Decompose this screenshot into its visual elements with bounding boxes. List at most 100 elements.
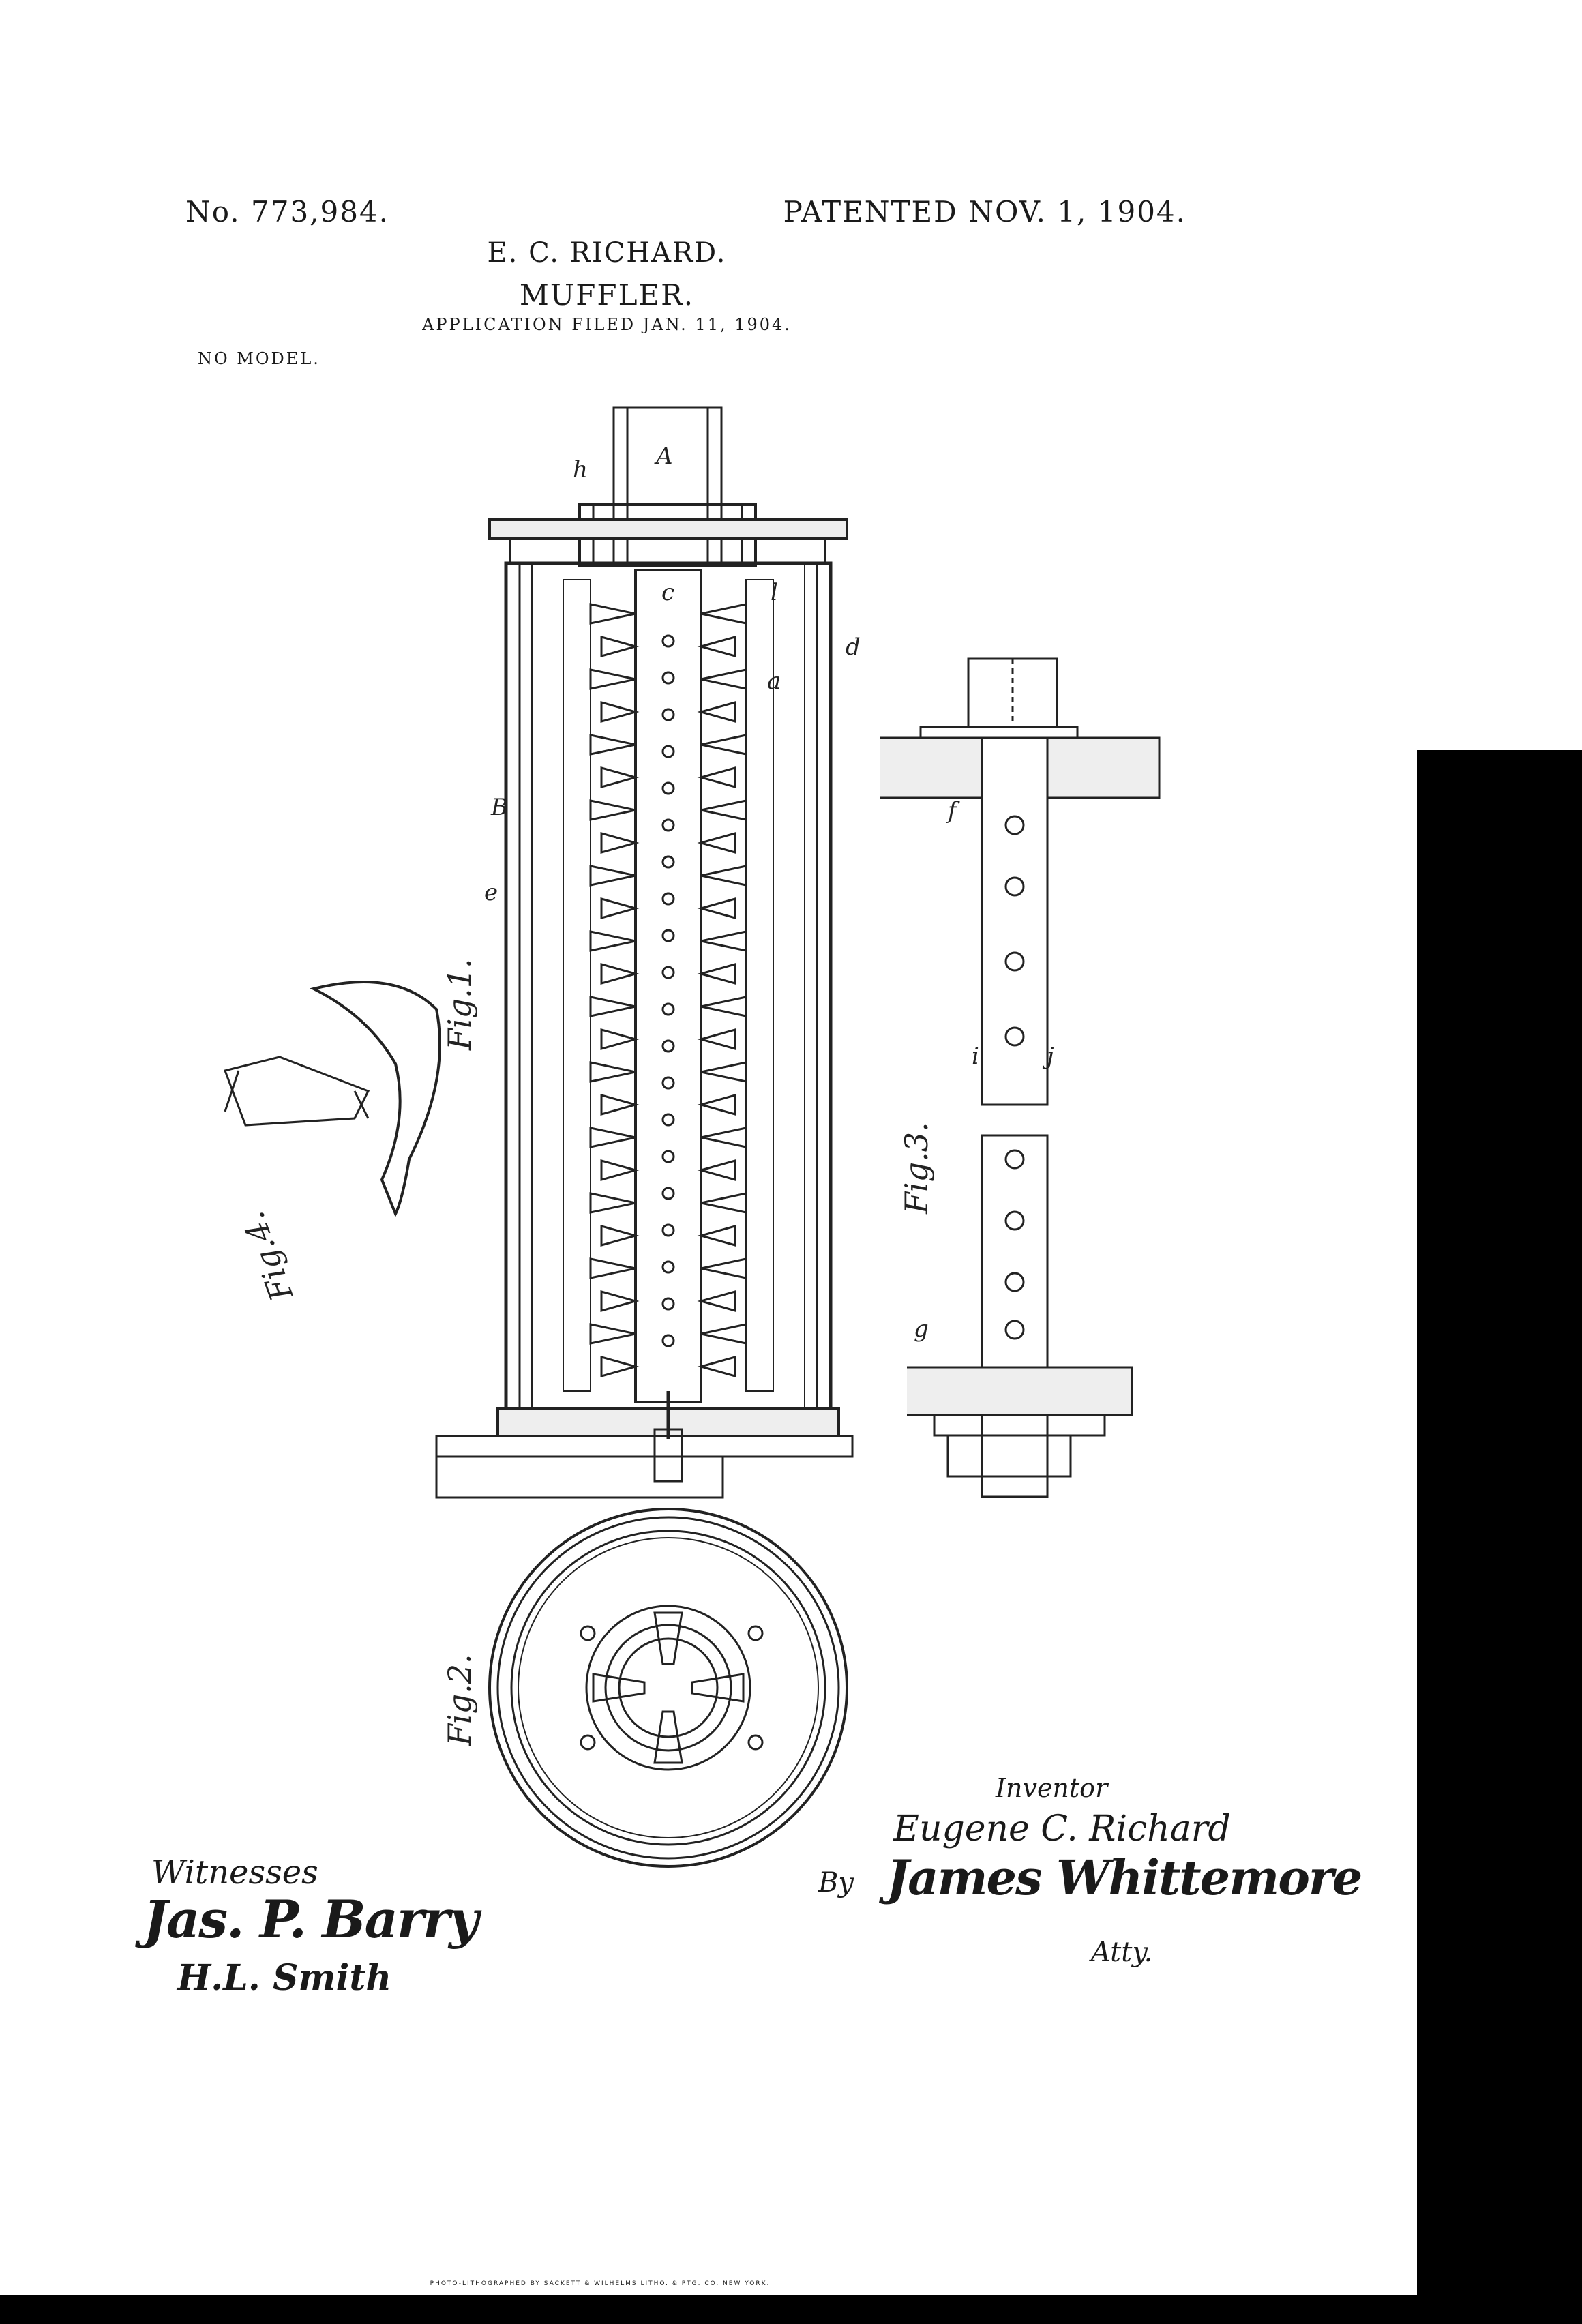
label-fig-2: Fig.2.: [441, 1654, 478, 1746]
perforation-hole: [1004, 951, 1025, 972]
baffle-fin: [697, 636, 736, 657]
baffle-fin: [600, 1225, 640, 1247]
inventor-label: Inventor: [996, 1773, 1108, 1803]
perforation-hole: [661, 855, 675, 869]
perforation-hole: [1004, 1320, 1025, 1340]
witness-signature-1: Jas. P. Barry: [143, 1889, 479, 1950]
baffle-fin: [700, 668, 747, 690]
ref-e: e: [484, 879, 498, 906]
inventor-signature: Eugene C. Richard: [893, 1808, 1231, 1849]
baffle-fin: [697, 1159, 736, 1181]
figure-1-perforations: [661, 634, 675, 1347]
baffle-fin: [700, 996, 747, 1017]
baffle-fin: [700, 1323, 747, 1345]
label-fig-3: Fig.3.: [898, 1122, 935, 1215]
perforation-hole: [661, 1260, 675, 1274]
ref-a: a: [767, 668, 781, 695]
baffle-fin: [600, 636, 640, 657]
attorney-label: Atty.: [1091, 1937, 1153, 1968]
baffle-fin: [697, 1225, 736, 1247]
perforation-hole: [1004, 1149, 1025, 1170]
baffle-fin: [600, 766, 640, 788]
baffle-fin: [697, 897, 736, 919]
attorney-signature: James Whittemore: [886, 1849, 1362, 1906]
ref-A: A: [654, 443, 673, 470]
perforation-hole: [661, 1334, 675, 1347]
witnesses-label: Witnesses: [151, 1853, 318, 1892]
baffle-fin: [589, 996, 636, 1017]
perforation-hole: [661, 1187, 675, 1200]
baffle-fin: [589, 1323, 636, 1345]
baffle-fin: [700, 603, 747, 625]
perforation-hole: [661, 966, 675, 979]
baffle-fin: [589, 1127, 636, 1148]
baffle-fin: [700, 1192, 747, 1214]
perforation-hole: [1004, 1210, 1025, 1231]
ref-d: d: [846, 634, 861, 661]
baffle-fin: [697, 963, 736, 985]
perforation-hole: [661, 1297, 675, 1311]
perforation-hole: [661, 634, 675, 648]
baffle-fin: [600, 1356, 640, 1377]
inventor-name-heading: E. C. RICHARD.: [487, 237, 727, 269]
baffle-fin: [700, 734, 747, 756]
baffle-fin: [589, 603, 636, 625]
baffle-fin: [697, 701, 736, 723]
baffle-fin: [589, 1061, 636, 1083]
perforation-hole: [1004, 876, 1025, 897]
figure-1-drawing: [435, 406, 854, 1499]
perforation-hole: [1004, 815, 1025, 835]
baffle-fin: [697, 1028, 736, 1050]
scan-border-bottom: [0, 2295, 1418, 2324]
patent-title: MUFFLER.: [519, 278, 695, 312]
baffle-fin: [589, 1257, 636, 1279]
baffle-fin: [589, 734, 636, 756]
ref-g: g: [914, 1315, 929, 1343]
label-fig-4: Fig.4.: [235, 1207, 301, 1307]
perforation-hole: [661, 892, 675, 906]
perforation-hole: [661, 745, 675, 758]
baffle-fin: [700, 1061, 747, 1083]
label-fig-1: Fig.1.: [441, 958, 478, 1051]
baffle-fin: [697, 1290, 736, 1312]
patent-date: PATENTED NOV. 1, 1904.: [783, 195, 1186, 228]
baffle-fin: [697, 766, 736, 788]
baffle-fin: [600, 832, 640, 854]
baffle-fin: [589, 1192, 636, 1214]
baffle-fin: [600, 701, 640, 723]
baffle-fin: [700, 930, 747, 952]
perforation-hole: [661, 1223, 675, 1237]
perforation-hole: [661, 708, 675, 721]
perforation-hole: [661, 929, 675, 942]
application-filed: APPLICATION FILED JAN. 11, 1904.: [422, 315, 792, 334]
perforation-hole: [661, 1039, 675, 1053]
perforation-hole: [661, 818, 675, 832]
baffle-fin: [600, 1290, 640, 1312]
figure-3-drawing: [880, 657, 1161, 1498]
baffle-fin: [697, 1356, 736, 1377]
ref-f: f: [946, 797, 960, 824]
patent-number: No. 773,984.: [185, 195, 390, 228]
ref-c: c: [661, 579, 674, 606]
figure-1-baffles: [589, 603, 747, 1377]
baffle-fin: [589, 865, 636, 887]
perforation-hole: [1004, 1272, 1025, 1292]
perforation-hole: [661, 1002, 675, 1016]
ref-B: B: [490, 794, 508, 821]
perforation-hole: [661, 1113, 675, 1127]
baffle-fin: [700, 1127, 747, 1148]
baffle-fin: [600, 1028, 640, 1050]
baffle-fin: [600, 1094, 640, 1116]
perforation-hole: [661, 781, 675, 795]
baffle-fin: [700, 799, 747, 821]
baffle-fin: [600, 963, 640, 985]
baffle-fin: [600, 1159, 640, 1181]
perforation-hole: [1004, 1026, 1025, 1047]
ref-i: i: [972, 1043, 979, 1070]
ref-l: l: [771, 579, 778, 606]
figure-2-drawing: [488, 1508, 848, 1868]
baffle-fin: [697, 832, 736, 854]
perforation-hole: [661, 1076, 675, 1090]
